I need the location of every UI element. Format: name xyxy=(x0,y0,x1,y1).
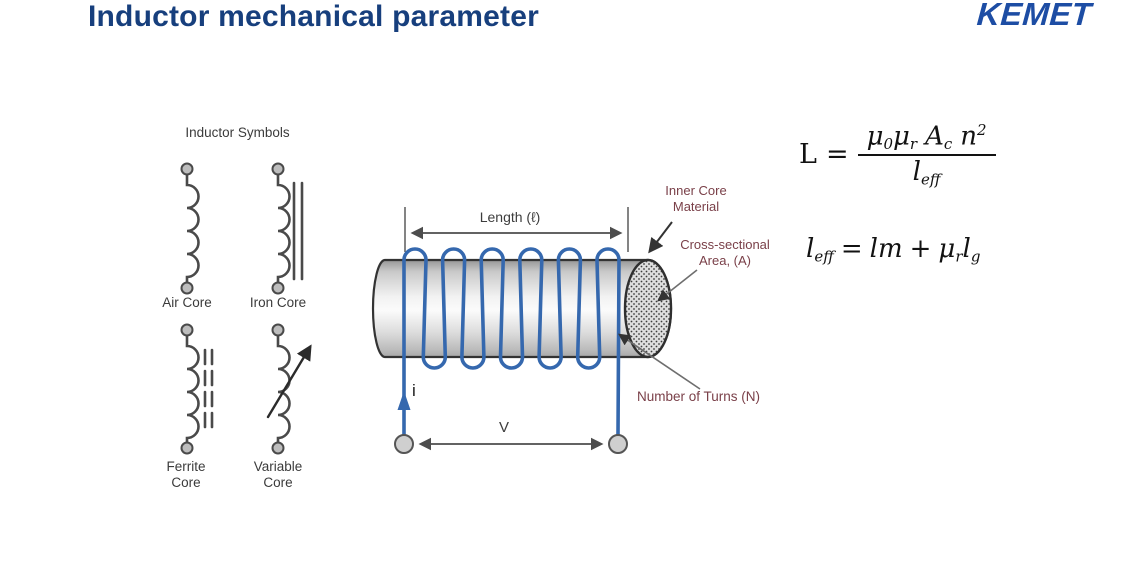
eq2-plus: + xyxy=(909,234,932,264)
length-dimension xyxy=(404,207,629,252)
current-label: i xyxy=(412,381,416,400)
terminal-dot xyxy=(271,162,285,176)
terminal-dot xyxy=(271,281,285,295)
ferrite-core-label: Ferrite Core xyxy=(166,459,206,490)
terminal-dot xyxy=(180,162,194,176)
kemet-logo: KEMET xyxy=(975,0,1093,32)
voltage-label: V xyxy=(498,419,509,436)
length-label: Length (ℓ) xyxy=(479,209,541,225)
eq1-denominator: leff xyxy=(912,157,941,189)
cross-section-label: Cross-sectional Area, (A) xyxy=(680,237,770,268)
terminal-dot xyxy=(271,441,285,455)
inner-core-arrow xyxy=(648,221,673,254)
terminal-left xyxy=(394,434,414,454)
coil-winding xyxy=(402,247,621,437)
ferrite-core-symbol xyxy=(180,323,214,455)
terminal-dot xyxy=(180,281,194,295)
terminal-dot xyxy=(180,323,194,337)
effective-length-equation: leff=lm+μrlg xyxy=(806,234,981,266)
inner-core-label: Inner Core Material xyxy=(665,183,727,214)
terminal-right xyxy=(608,434,628,454)
turns-label: Number of Turns (N) xyxy=(637,389,761,404)
variable-core-symbol xyxy=(266,323,312,455)
current-arrowhead xyxy=(397,391,411,410)
turns-arrow xyxy=(618,333,701,390)
eq1-equals: = xyxy=(825,139,849,171)
fraction-bar xyxy=(857,154,996,157)
variable-arrow xyxy=(266,344,312,419)
page-title: Inductor mechanical parameter xyxy=(88,0,539,33)
variable-core-label: Variable Core xyxy=(253,459,303,490)
eq2-equals: = xyxy=(840,234,863,264)
inductor-symbols-graphic xyxy=(180,162,312,455)
terminal-dot xyxy=(271,323,285,337)
cross-section-face-dots xyxy=(623,258,673,359)
eq1-lhs: L xyxy=(799,139,817,171)
cross-section-arrow xyxy=(657,269,698,302)
air-core-label: Air Core xyxy=(162,295,212,310)
air-core-symbol xyxy=(180,162,200,295)
iron-core-label: Iron Core xyxy=(249,295,307,310)
symbols-heading: Inductor Symbols xyxy=(185,125,290,140)
inductor-diagram-graphic xyxy=(371,207,701,454)
iron-core-symbol xyxy=(271,162,304,295)
terminal-dot xyxy=(180,441,194,455)
